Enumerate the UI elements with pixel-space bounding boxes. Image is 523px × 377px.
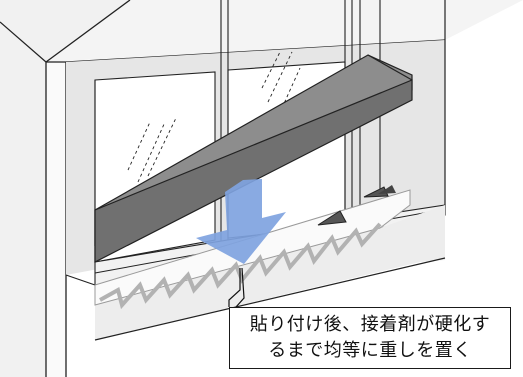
callout-leader [235, 267, 245, 308]
sill-edge [94, 257, 446, 341]
down-arrow-icon [196, 179, 286, 264]
wall-front-left [46, 62, 66, 377]
triangle-tab-icon [378, 185, 396, 194]
triangle-tab-icon [317, 210, 347, 226]
adhesive-zigzag [99, 222, 382, 310]
callout-box: 貼り付け後、接着剤が硬化す るまで均等に重しを置く [229, 307, 511, 369]
sill-edge [65, 274, 96, 286]
weight-bar-front [94, 79, 413, 263]
callout-line-2: るまで均等に重しを置く [268, 340, 472, 361]
glass-reflections [127, 51, 301, 183]
wall-edge [0, 21, 47, 63]
wall-left-face [0, 0, 130, 377]
callout-leader [228, 268, 241, 307]
callout-line-1: 貼り付け後、接着剤が硬化す [249, 314, 491, 335]
wall-edge [45, 0, 131, 63]
wall-top-face [46, 0, 523, 62]
weight-bar-edge [367, 54, 413, 81]
